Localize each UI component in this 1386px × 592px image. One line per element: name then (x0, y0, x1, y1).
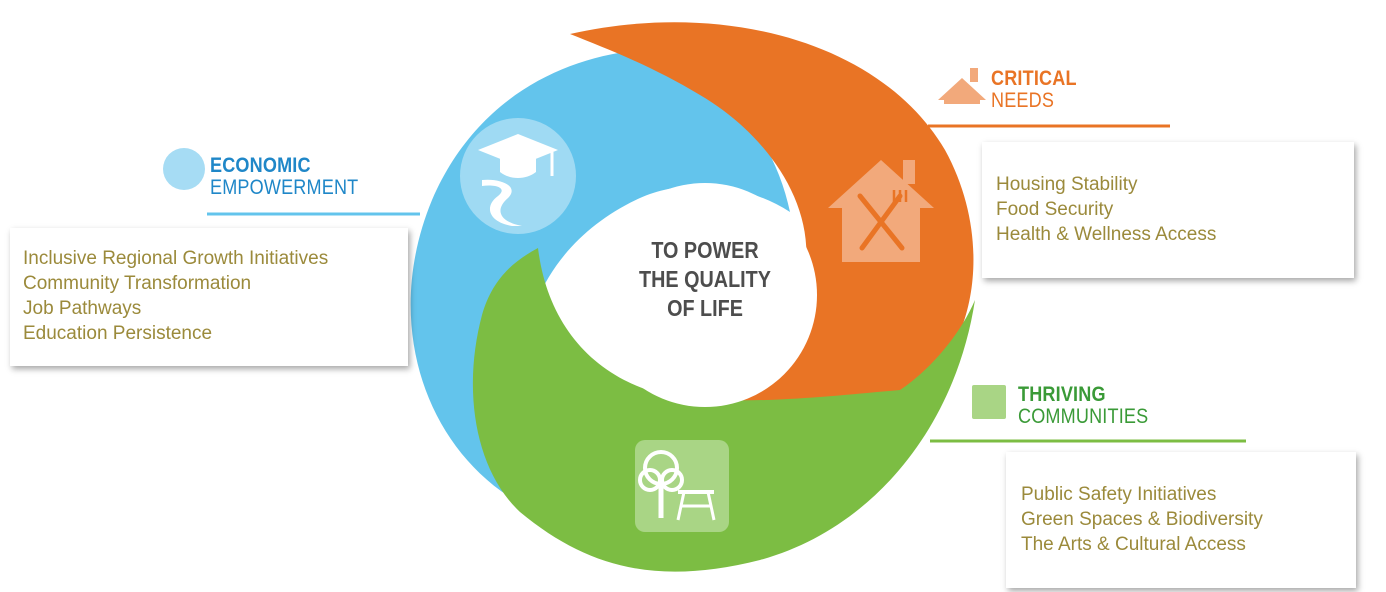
economic-heading-bold: ECONOMIC (210, 154, 311, 177)
list-item: Public Safety Initiatives (1021, 484, 1217, 505)
list-item: Community Transformation (23, 273, 252, 294)
critical-swirl-arm (570, 22, 974, 409)
list-item: Housing Stability (996, 174, 1138, 195)
thriving-marker-icon (972, 385, 1006, 419)
list-item: Food Security (996, 199, 1114, 220)
house-utensils-icon (828, 160, 934, 262)
center-line-1: TO POWER (651, 237, 759, 263)
critical-heading-bold: CRITICAL (991, 67, 1077, 90)
center-line-2: THE QUALITY (639, 266, 771, 292)
thriving-heading-bold: THRIVING (1018, 383, 1106, 406)
economic-list-box: Inclusive Regional Growth Initiatives Co… (10, 228, 408, 366)
center-line-3: OF LIFE (667, 295, 743, 321)
economic-marker-icon (163, 148, 205, 190)
list-item: Inclusive Regional Growth Initiatives (23, 248, 329, 269)
center-title: TO POWER THE QUALITY OF LIFE (615, 236, 796, 323)
list-item: Education Persistence (23, 323, 213, 344)
thriving-swirl-arm (472, 248, 975, 572)
economic-heading: ECONOMIC EMPOWERMENT (210, 154, 383, 200)
thriving-heading: THRIVING COMMUNITIES (1018, 383, 1170, 429)
economic-heading-rest: EMPOWERMENT (210, 176, 359, 200)
critical-heading-rest: NEEDS (991, 89, 1055, 113)
critical-heading: CRITICAL NEEDS (991, 67, 1091, 113)
thriving-heading-rest: COMMUNITIES (1018, 405, 1149, 429)
center-hub (593, 183, 817, 407)
critical-list-box: Housing Stability Food Security Health &… (982, 142, 1354, 278)
critical-house-marker-icon (938, 68, 986, 104)
list-item: Job Pathways (23, 298, 142, 319)
list-item: Health & Wellness Access (996, 224, 1217, 245)
tree-picnic-table-icon (635, 440, 729, 532)
list-item: The Arts & Cultural Access (1021, 534, 1246, 555)
list-item: Green Spaces & Biodiversity (1021, 509, 1263, 530)
thriving-list-box: Public Safety Initiatives Green Spaces &… (1006, 452, 1356, 588)
graduation-road-icon (460, 118, 576, 234)
